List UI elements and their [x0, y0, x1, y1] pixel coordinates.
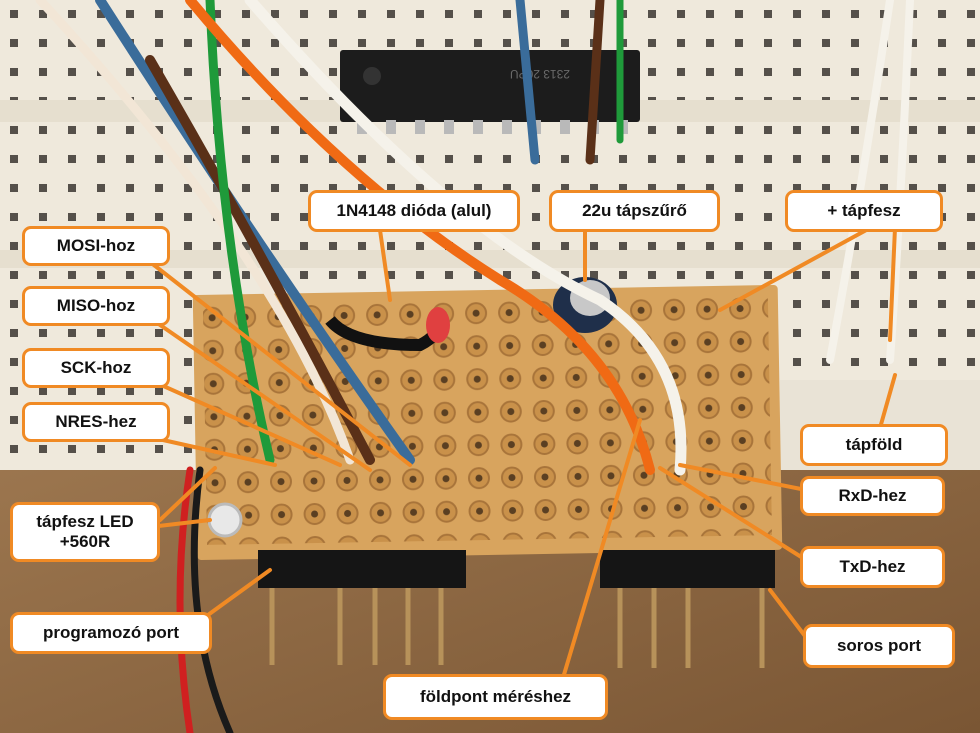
label-miso: MISO-hoz — [22, 286, 170, 326]
pin-header-left — [258, 550, 466, 665]
label-serial-port: soros port — [803, 624, 955, 668]
chip-marking: 2313 20PU — [510, 67, 570, 81]
ic-chip: 2313 20PU — [340, 50, 640, 134]
red-component — [426, 307, 450, 343]
label-sck: SCK-hoz — [22, 348, 170, 388]
pin-header-right — [600, 550, 775, 668]
label-rxd: RxD-hez — [800, 476, 945, 516]
wires — [35, 0, 914, 733]
label-programming-port: programozó port — [10, 612, 212, 654]
callout-pointers — [143, 226, 897, 690]
label-ground-point: földpont méréshez — [383, 674, 608, 720]
label-led: tápfesz LED +560R — [10, 502, 160, 562]
label-vplus: + tápfesz — [785, 190, 943, 232]
label-gnd: tápföld — [800, 424, 948, 466]
label-diode: 1N4148 dióda (alul) — [308, 190, 520, 232]
led — [207, 502, 243, 538]
label-nres: NRES-hez — [22, 402, 170, 442]
label-capacitor: 22u tápszűrő — [549, 190, 720, 232]
label-mosi: MOSI-hoz — [22, 226, 170, 266]
perfboard — [192, 284, 783, 561]
label-txd: TxD-hez — [800, 546, 945, 588]
